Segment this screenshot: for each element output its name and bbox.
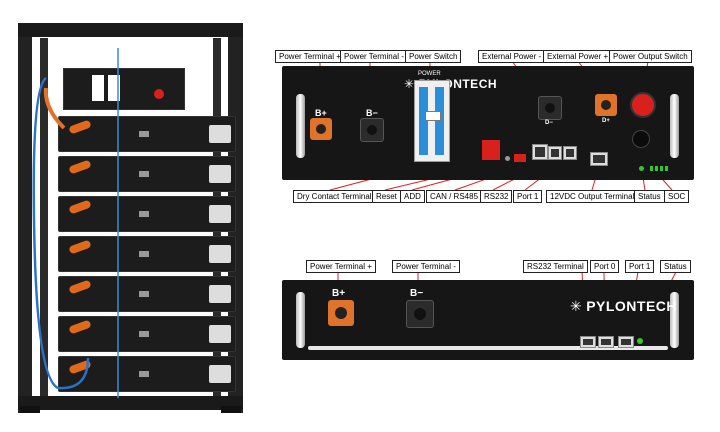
label-unit2-power-terminal-minus: Power Terminal -	[392, 260, 460, 273]
label-unit2-port0: Port 0	[590, 260, 620, 273]
brand-logo: ✳ PYLONTECH	[570, 298, 677, 316]
add-dip-switch[interactable]	[514, 154, 526, 162]
brand-star-icon: ✳	[404, 77, 415, 91]
label-dry-contact: Dry Contact Terminal	[293, 190, 376, 203]
label-unit2-rs232-terminal: RS232 Terminal	[523, 260, 588, 273]
b-plus-label: B+	[332, 288, 346, 299]
controller-box	[63, 68, 185, 110]
status-led	[637, 338, 643, 344]
b-minus-label: B−	[366, 108, 378, 118]
battery-unit-panel: B+ B− ✳ PYLONTECH	[282, 280, 694, 360]
brand-name: PYLONTECH	[586, 298, 678, 314]
b-minus-terminal	[406, 300, 434, 328]
left-handle	[296, 292, 305, 348]
rs232-port	[580, 336, 596, 348]
dc12v-output-terminal	[590, 152, 608, 166]
label-external-power-plus: External Power +	[543, 50, 613, 63]
label-port1: Port 1	[513, 190, 543, 203]
reset-button[interactable]	[505, 156, 510, 161]
brand-star-icon: ✳	[570, 298, 582, 314]
battery-module	[58, 236, 236, 272]
right-handle	[670, 292, 679, 348]
dry-contact-terminal	[482, 140, 500, 160]
label-unit2-port1: Port 1	[625, 260, 655, 273]
port1-port	[618, 336, 634, 348]
battery-module	[58, 196, 236, 232]
left-handle	[296, 94, 305, 158]
right-handle	[670, 94, 679, 158]
label-rs232: RS232	[480, 190, 513, 203]
d-plus-label: D+	[602, 118, 610, 124]
power-output-switch[interactable]	[630, 92, 656, 118]
output-knob	[632, 130, 650, 148]
label-power-output-switch: Power Output Switch	[609, 50, 692, 63]
control-unit-panel: B+ B− ✳ PYLONTECH POWER D− D+	[282, 66, 694, 180]
battery-module	[58, 276, 236, 312]
label-unit2-power-terminal-plus: Power Terminal +	[306, 260, 376, 273]
communication-cable	[32, 48, 119, 398]
b-minus-label: B−	[410, 288, 424, 299]
label-reset: Reset	[372, 190, 401, 203]
label-power-terminal-minus: Power Terminal -	[340, 50, 408, 63]
battery-module	[58, 316, 236, 352]
label-power-terminal-plus: Power Terminal +	[275, 50, 345, 63]
b-plus-label: B+	[315, 108, 327, 118]
port0-port	[598, 336, 614, 348]
power-switch-label: POWER	[418, 71, 441, 77]
battery-rack	[18, 18, 243, 413]
label-add: ADD	[400, 190, 425, 203]
battery-module	[58, 116, 236, 152]
rs232-port	[548, 146, 562, 160]
label-unit2-status: Status	[660, 260, 691, 273]
b-plus-terminal	[310, 118, 332, 140]
soc-leds	[650, 166, 668, 171]
label-can-rs485: CAN / RS485	[426, 190, 483, 203]
label-soc: SOC	[664, 190, 690, 203]
b-minus-terminal	[360, 118, 384, 142]
label-12vdc-output: 12VDC Output Terminal	[546, 190, 639, 203]
status-led	[639, 166, 644, 171]
can-rs485-port	[532, 144, 548, 160]
bottom-rail	[308, 346, 668, 350]
d-plus-terminal	[595, 94, 617, 116]
battery-module	[58, 156, 236, 192]
port1-port	[563, 146, 577, 160]
b-plus-terminal	[328, 300, 354, 326]
label-status: Status	[634, 190, 665, 203]
label-external-power-minus: External Power -	[478, 50, 546, 63]
d-minus-terminal	[538, 96, 562, 120]
label-power-switch: Power Switch	[405, 50, 462, 63]
d-minus-label: D−	[545, 120, 553, 126]
power-switch[interactable]: POWER	[414, 71, 450, 162]
